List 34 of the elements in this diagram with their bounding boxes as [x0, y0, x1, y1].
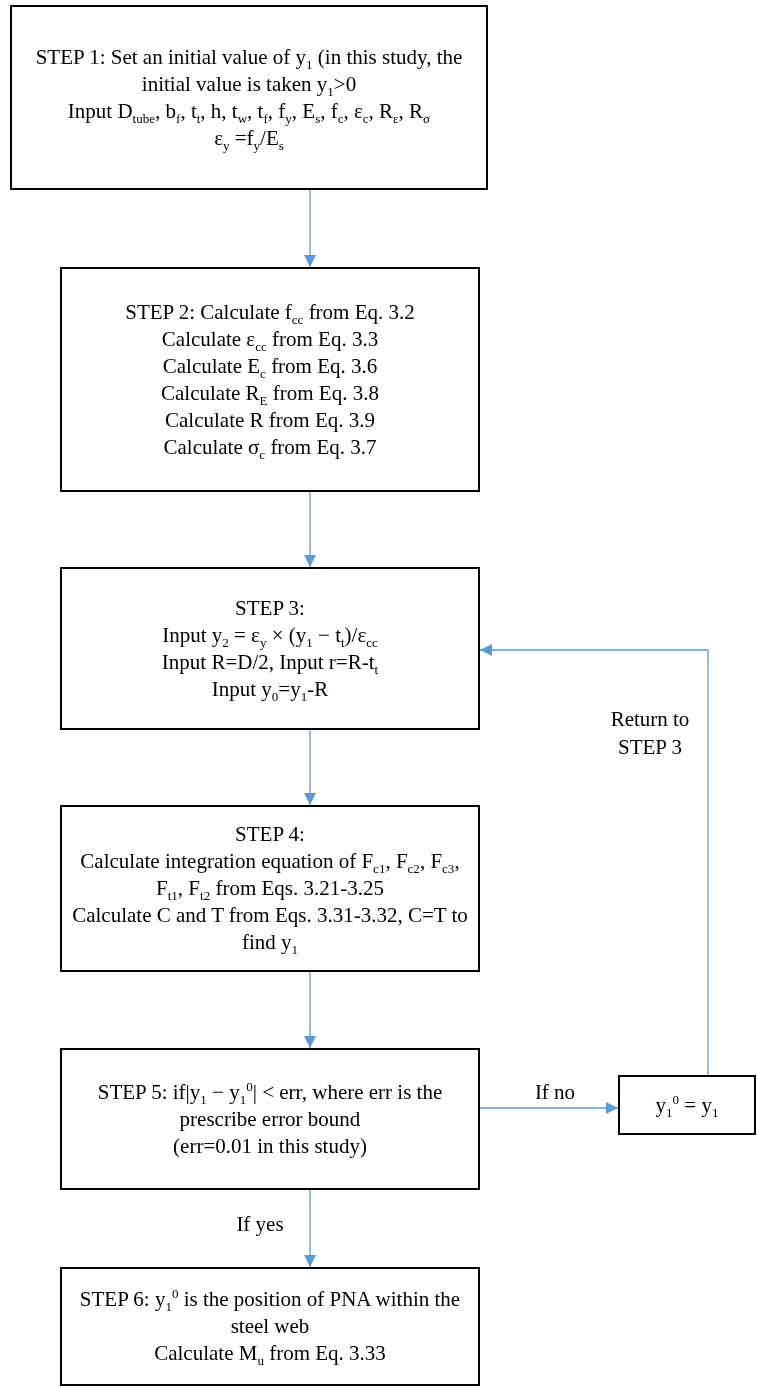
arrow [304, 729, 316, 806]
step-text: Input R=D/2, Input r=R-t$_{t}$ [161, 649, 379, 676]
step-text: Input y$_{0}$=y$_{1}$-R [211, 675, 329, 703]
arrow [479, 1102, 619, 1114]
process-box [618, 1075, 756, 1135]
step-text: Calculate E$_{c}$ from Eq. 3.6 [162, 352, 378, 380]
step-text: y$_{1}$$^{0}$ = y$_{1}$ [655, 1091, 719, 1119]
step-text: Input D$_{tube}$, b$_{f}$, t$_{t}$, h, t$_{w}$, t$_{f}$, f$_{y}$, E$_{s}$, f$_{c}$, ε$_{c}$, R$_{ε}$, R$_{σ}$ [67, 97, 431, 125]
step-text: Calculate σ$_{c}$ from Eq. 3.7 [163, 433, 377, 461]
process-box [60, 1267, 480, 1386]
step-text: Calculate integration equation of F$_{c1}$, F$_{c2}$, F$_{c3}$, F$_{t1}$, F$_{t2}$ from Eqs. 3.21-3.25 [79, 848, 461, 902]
step-text: Input y$_{2}$ = ε$_{y}$ × (y$_{1}$ − t$_{t}$)/ε$_{cc}$ [162, 621, 378, 649]
step-text: Calculate ε$_{cc}$ from Eq. 3.3 [161, 325, 379, 353]
arrow [304, 491, 316, 568]
step-text: Calculate C and T from Eqs. 3.31-3.32, C=T to find y$_{1}$ [71, 902, 469, 956]
step-text: STEP 2: Calculate f$_{cc}$ from Eq. 3.2 [125, 298, 415, 326]
step-text: STEP 5: if|y$_{1}$ − y$_{1}$$^{0}$| < err, where err is the prescribe error bound [96, 1078, 444, 1133]
step-text: STEP 1: Set an initial value of y$_{1}$ (in this study, the initial value is taken y$_{1}$>0 [34, 43, 464, 98]
process-box [60, 805, 480, 972]
process-box [60, 267, 480, 492]
step-text: (err=0.01 in this study) [173, 1132, 367, 1160]
process-box [60, 1048, 480, 1190]
process-box [60, 567, 480, 730]
step-text: Calculate R$_{E}$ from Eq. 3.8 [161, 379, 379, 407]
step-text: Calculate M$_{u}$ from Eq. 3.33 [154, 1340, 386, 1367]
arrow [479, 644, 709, 1076]
process-box [10, 5, 488, 190]
step-text: Calculate R from Eq. 3.9 [165, 406, 375, 434]
arrow [304, 189, 316, 268]
arrow [304, 971, 316, 1049]
step-text: ε$_{y}$ =f$_{y}$/E$_{s}$ [214, 124, 284, 152]
step-text: STEP 3: [235, 594, 305, 622]
step-text: STEP 4: [235, 821, 305, 848]
arrow [304, 1189, 316, 1268]
